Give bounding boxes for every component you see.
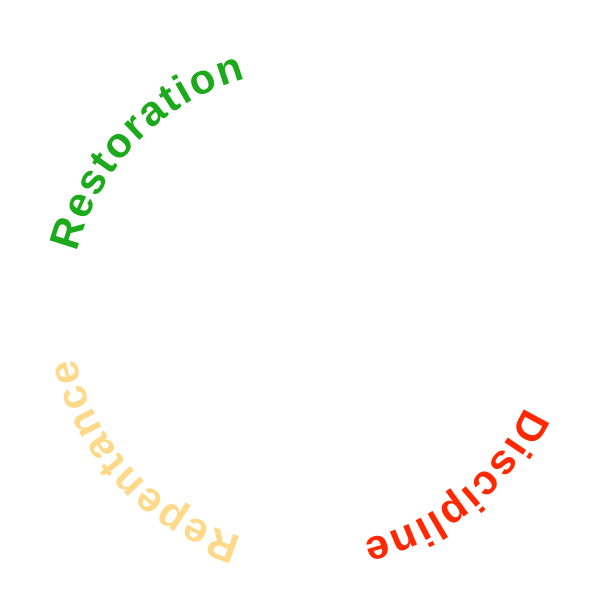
cycle-word-discipline: Discipline bbox=[359, 403, 559, 577]
cycle-word-restoration-text: Restoration bbox=[40, 41, 248, 254]
cycle-word-repentance: Repentance bbox=[38, 354, 245, 573]
cycle-word-restoration: Restoration bbox=[40, 41, 250, 254]
cycle-word-repentance-text: Repentance bbox=[38, 354, 243, 573]
cycle-word-discipline-text: Discipline bbox=[359, 403, 557, 577]
